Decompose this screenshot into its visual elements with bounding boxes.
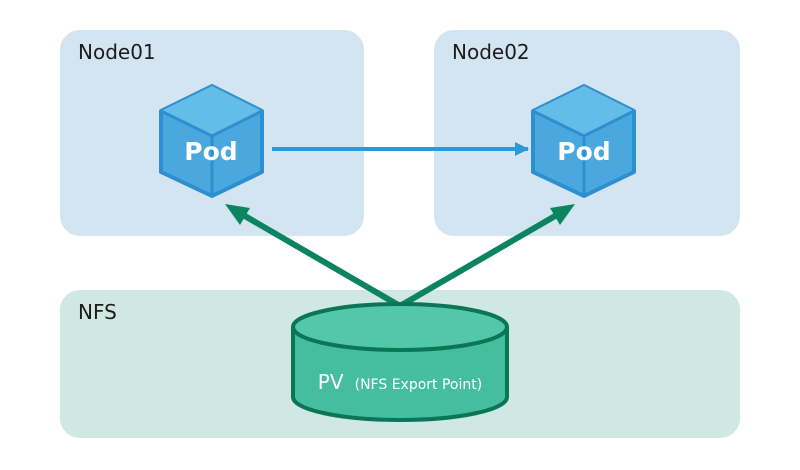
mount-arrow-node02 [398, 204, 575, 309]
node01-label: Node01 [78, 40, 156, 64]
pv-label: PV (NFS Export Point) [318, 370, 482, 394]
pv-label-sub: (NFS Export Point) [355, 377, 483, 393]
pv-label-main: PV [318, 370, 344, 394]
pv-cylinder: PV (NFS Export Point) [291, 302, 509, 422]
node02-panel: Node02 [434, 30, 740, 236]
pod-label-node01: Pod [184, 137, 237, 166]
pod-cube-node02: Pod [531, 84, 636, 198]
nfs-label: NFS [78, 300, 117, 324]
mount-arrow-node01 [225, 204, 402, 309]
node02-label: Node02 [452, 40, 530, 64]
pod-label-node02: Pod [557, 137, 610, 166]
pod-cube-node01: Pod [159, 84, 264, 198]
